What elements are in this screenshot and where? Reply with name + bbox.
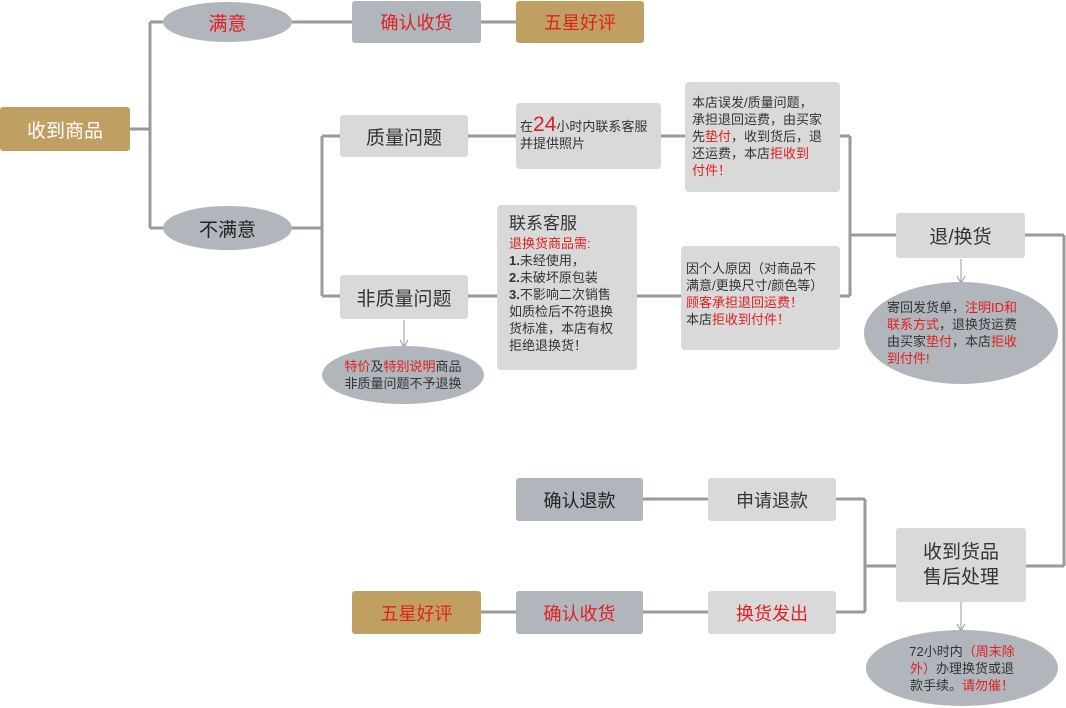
five-star-bottom-node: 五星好评 xyxy=(352,591,481,634)
confirm-refund-node: 确认退款 xyxy=(516,478,643,521)
receive-goods-label: 收到商品 xyxy=(26,120,103,142)
unsatisfied-node: 不满意 xyxy=(163,206,292,250)
confirm-receipt-bottom-label: 确认收货 xyxy=(543,603,616,624)
non-quality-issue-label: 非质量问题 xyxy=(356,288,452,310)
five-star-top-node: 五星好评 xyxy=(516,1,644,43)
receive-goods-node: 收到商品 xyxy=(0,107,130,151)
five-star-bottom-label: 五星好评 xyxy=(380,603,453,624)
non-quality-issue-node: 非质量问题 xyxy=(340,275,468,319)
satisfied-node: 满意 xyxy=(163,2,292,42)
personal-reason-note: 因个人原因（对商品不 满意/更换尺寸/颜色等） 顾客承担退回运费！ 本店拒收到付… xyxy=(681,246,840,350)
confirm-refund-label: 确认退款 xyxy=(543,490,616,511)
send-back-note: 寄回发货单，注明ID和 联系方式，退换货运费 由买家垫付，本店拒收 到付件! xyxy=(864,282,1058,384)
satisfied-label: 满意 xyxy=(208,13,247,35)
quality-issue-label: 质量问题 xyxy=(365,127,442,149)
contact-24h-note: 在24小时内联系客服 并提供照片 xyxy=(516,103,661,169)
quality-policy-note: 本店误发/质量问题， 承担退回运费，由买家 先垫付，收到货后，退 还运费，本店拒… xyxy=(685,82,840,192)
return-exchange-label: 退/换货 xyxy=(929,227,992,248)
exchange-ship-node: 换货发出 xyxy=(708,591,836,634)
confirm-receipt-bottom-node: 确认收货 xyxy=(516,591,643,634)
apply-refund-node: 申请退款 xyxy=(708,478,836,521)
contact-service-note: 联系客服 退换货商品需: 1.未经使用， 2.未破坏原包装 3.不影响二次销售 … xyxy=(497,205,637,370)
after-sale-label-1: 收到货品 xyxy=(922,542,999,563)
unsatisfied-label: 不满意 xyxy=(198,219,256,241)
quality-issue-node: 质量问题 xyxy=(340,115,468,157)
confirm-receipt-top-node: 确认收货 xyxy=(352,1,481,43)
contact-service-title: 联系客服 xyxy=(509,214,577,233)
hours-24-value: 24 xyxy=(533,113,557,136)
after-sale-node: 收到货品 售后处理 xyxy=(896,528,1026,602)
return-exchange-node: 退/换货 xyxy=(896,213,1025,258)
after-sale-label-2: 售后处理 xyxy=(922,567,999,588)
five-star-top-label: 五星好评 xyxy=(544,13,616,33)
hours-72-note: 72小时内（周末除 外）办理换货或退 款手续。请勿催！ xyxy=(866,630,1058,706)
special-price-note: 特价及特别说明商品 非质量问题不予退换 xyxy=(322,346,484,404)
confirm-receipt-top-label: 确认收货 xyxy=(380,13,453,33)
apply-refund-label: 申请退款 xyxy=(736,490,808,511)
exchange-ship-label: 换货发出 xyxy=(736,603,808,624)
